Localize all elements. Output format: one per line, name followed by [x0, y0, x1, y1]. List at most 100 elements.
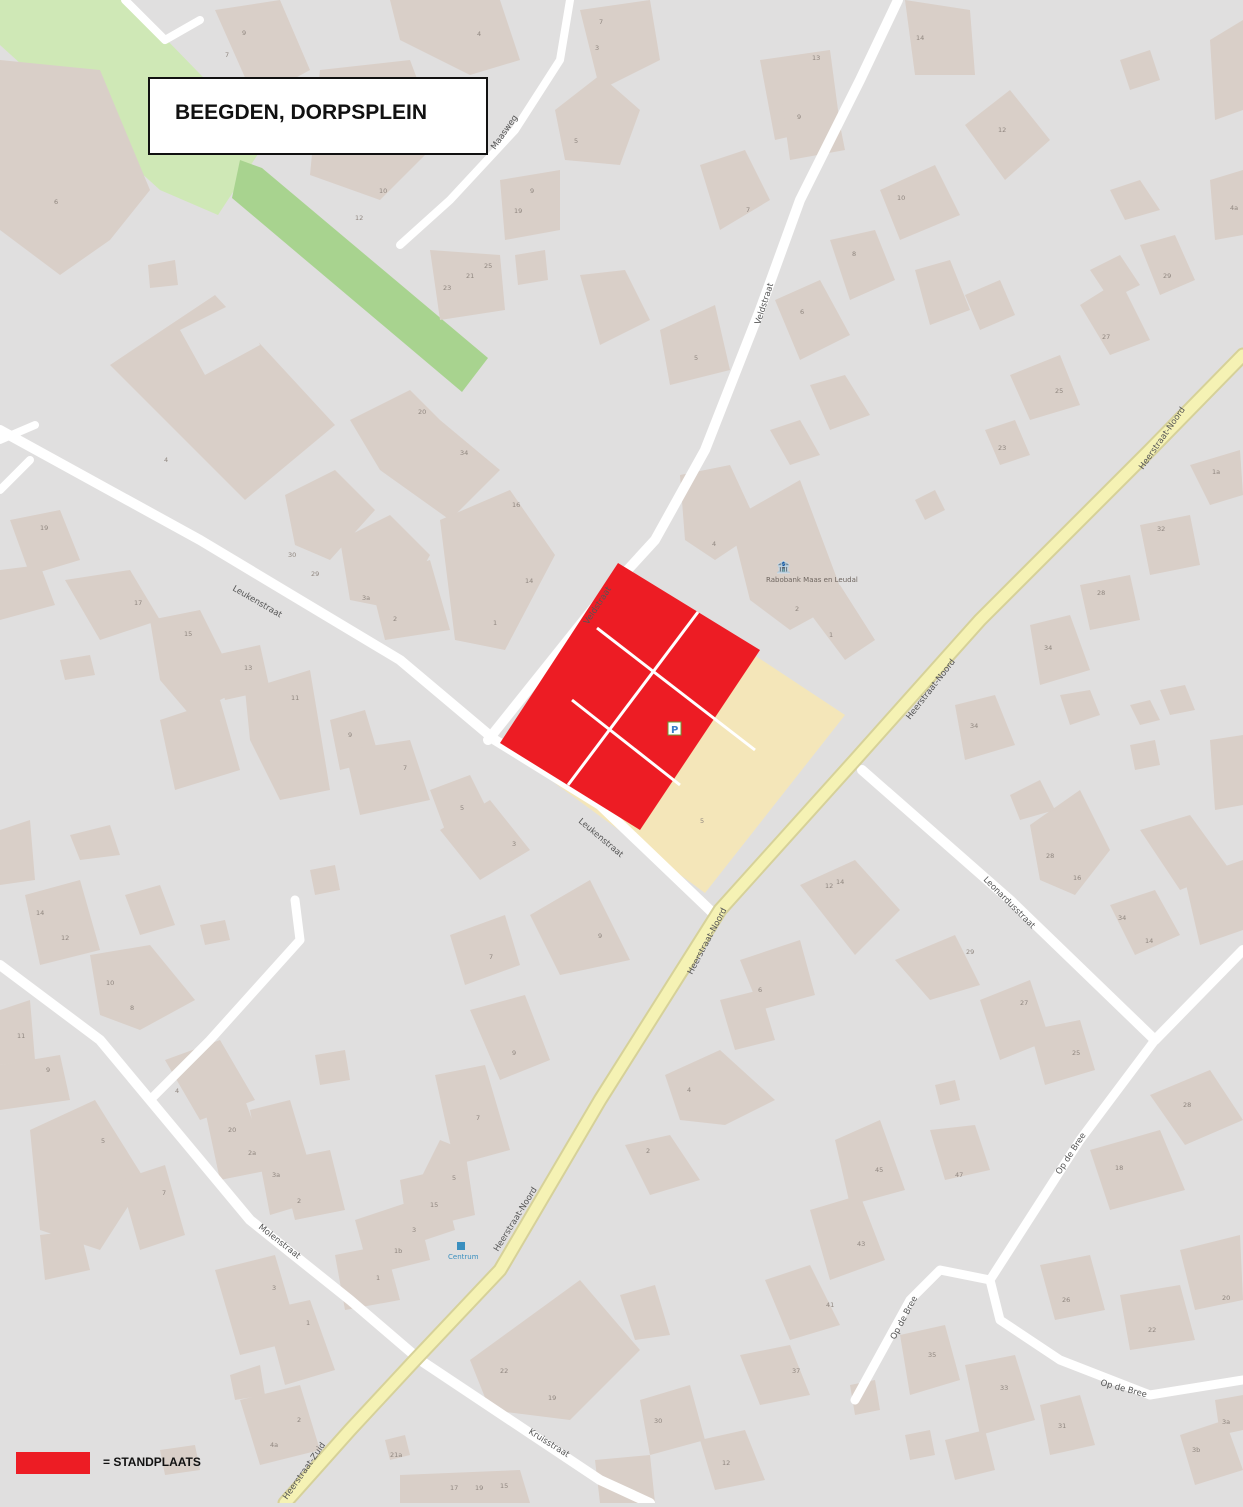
- building: [450, 915, 520, 985]
- house-number: 1: [829, 631, 833, 639]
- house-number: 3a: [272, 1171, 280, 1179]
- road-op-de-bree-branch: [850, 1265, 995, 1405]
- house-number: 25: [484, 262, 492, 270]
- parking-label: P: [671, 725, 678, 736]
- house-number: 7: [162, 1189, 166, 1197]
- house-number: 33: [1000, 1384, 1008, 1392]
- house-number: 1: [493, 619, 497, 627]
- building: [500, 170, 560, 240]
- house-number: 15: [500, 1482, 508, 1490]
- road-maasweg: [396, 0, 574, 249]
- building: [1140, 515, 1200, 575]
- building: [385, 1435, 410, 1460]
- building: [1210, 20, 1243, 120]
- building: [580, 0, 660, 90]
- bank-poi[interactable]: 🏦 Rabobank Maas en Leudal: [766, 560, 858, 584]
- legend-label-standplaats: = STANDPLAATS: [103, 1455, 201, 1469]
- building: [40, 1230, 90, 1280]
- square-paths: [566, 611, 756, 787]
- house-number: 29: [311, 570, 319, 578]
- house-number: 22: [1148, 1326, 1156, 1334]
- bus-stop-poi[interactable]: Centrum: [448, 1242, 479, 1261]
- house-number: 28: [1097, 589, 1105, 597]
- building: [1210, 735, 1243, 810]
- building: [230, 1365, 265, 1400]
- building: [915, 490, 945, 520]
- building: [1210, 170, 1243, 240]
- building: [640, 1385, 705, 1455]
- building: [200, 920, 230, 945]
- house-number: 6: [758, 986, 762, 994]
- house-number: 5: [101, 1137, 105, 1145]
- house-number: 17: [450, 1484, 458, 1492]
- house-number: 37: [792, 1367, 800, 1375]
- house-number: 4: [477, 30, 481, 38]
- building: [240, 1385, 320, 1465]
- building: [835, 1120, 905, 1205]
- house-number: 5: [694, 354, 698, 362]
- building: [1080, 280, 1150, 355]
- building: [160, 1445, 200, 1475]
- house-number: 2: [297, 1416, 301, 1424]
- house-number: 41: [826, 1301, 834, 1309]
- building: [1215, 1395, 1243, 1435]
- house-number: 1a: [1212, 468, 1220, 476]
- building: [370, 560, 450, 640]
- building: [895, 935, 980, 1000]
- road-side-street: [145, 895, 305, 1105]
- house-number: 34: [460, 449, 468, 457]
- house-number: 14: [916, 34, 924, 42]
- building-rabobank: [730, 480, 845, 630]
- building: [905, 1430, 935, 1460]
- building: [775, 280, 850, 360]
- building: [148, 260, 178, 288]
- house-number: 4a: [1230, 204, 1238, 212]
- house-number: 7: [489, 953, 493, 961]
- building: [1030, 615, 1090, 685]
- square-path: [571, 698, 681, 787]
- house-number: 19: [548, 1394, 556, 1402]
- house-number: 8: [130, 1004, 134, 1012]
- building: [980, 980, 1050, 1060]
- bus-stop-icon: [457, 1242, 465, 1250]
- building: [945, 1430, 995, 1480]
- road-molenstraat: [0, 960, 655, 1507]
- house-number: 12: [61, 934, 69, 942]
- building: [25, 880, 100, 965]
- building: [800, 860, 900, 955]
- building: [880, 165, 960, 240]
- house-number: 9: [598, 932, 602, 940]
- house-number: 1: [376, 1274, 380, 1282]
- building: [1010, 355, 1080, 420]
- house-number: 35: [928, 1351, 936, 1359]
- house-number: 28: [1046, 852, 1054, 860]
- house-number: 4: [712, 540, 716, 548]
- bank-label: Rabobank Maas en Leudal: [766, 576, 858, 584]
- house-number: 25: [1072, 1049, 1080, 1057]
- building: [350, 390, 500, 520]
- standplaats-area[interactable]: [500, 563, 760, 830]
- house-number: 15: [430, 1201, 438, 1209]
- building: [1180, 1420, 1243, 1485]
- house-number: 9: [348, 731, 352, 739]
- house-number: 3: [272, 1284, 276, 1292]
- building: [965, 1355, 1035, 1435]
- house-number: 4: [687, 1086, 691, 1094]
- house-number: 21: [466, 272, 474, 280]
- road-op-de-bree: [985, 1035, 1243, 1400]
- house-number: 23: [443, 284, 451, 292]
- house-number: 47: [955, 1171, 963, 1179]
- house-number: 18: [1115, 1164, 1123, 1172]
- building: [280, 1150, 345, 1220]
- building: [400, 1470, 530, 1503]
- square-path: [566, 611, 700, 786]
- building: [1180, 1235, 1243, 1310]
- parking-icon[interactable]: P: [667, 721, 682, 736]
- legend-swatch-standplaats: [16, 1452, 90, 1474]
- house-number: 29: [1163, 272, 1171, 280]
- road-top: [121, 0, 204, 44]
- building: [1120, 1285, 1195, 1350]
- building: [965, 90, 1050, 180]
